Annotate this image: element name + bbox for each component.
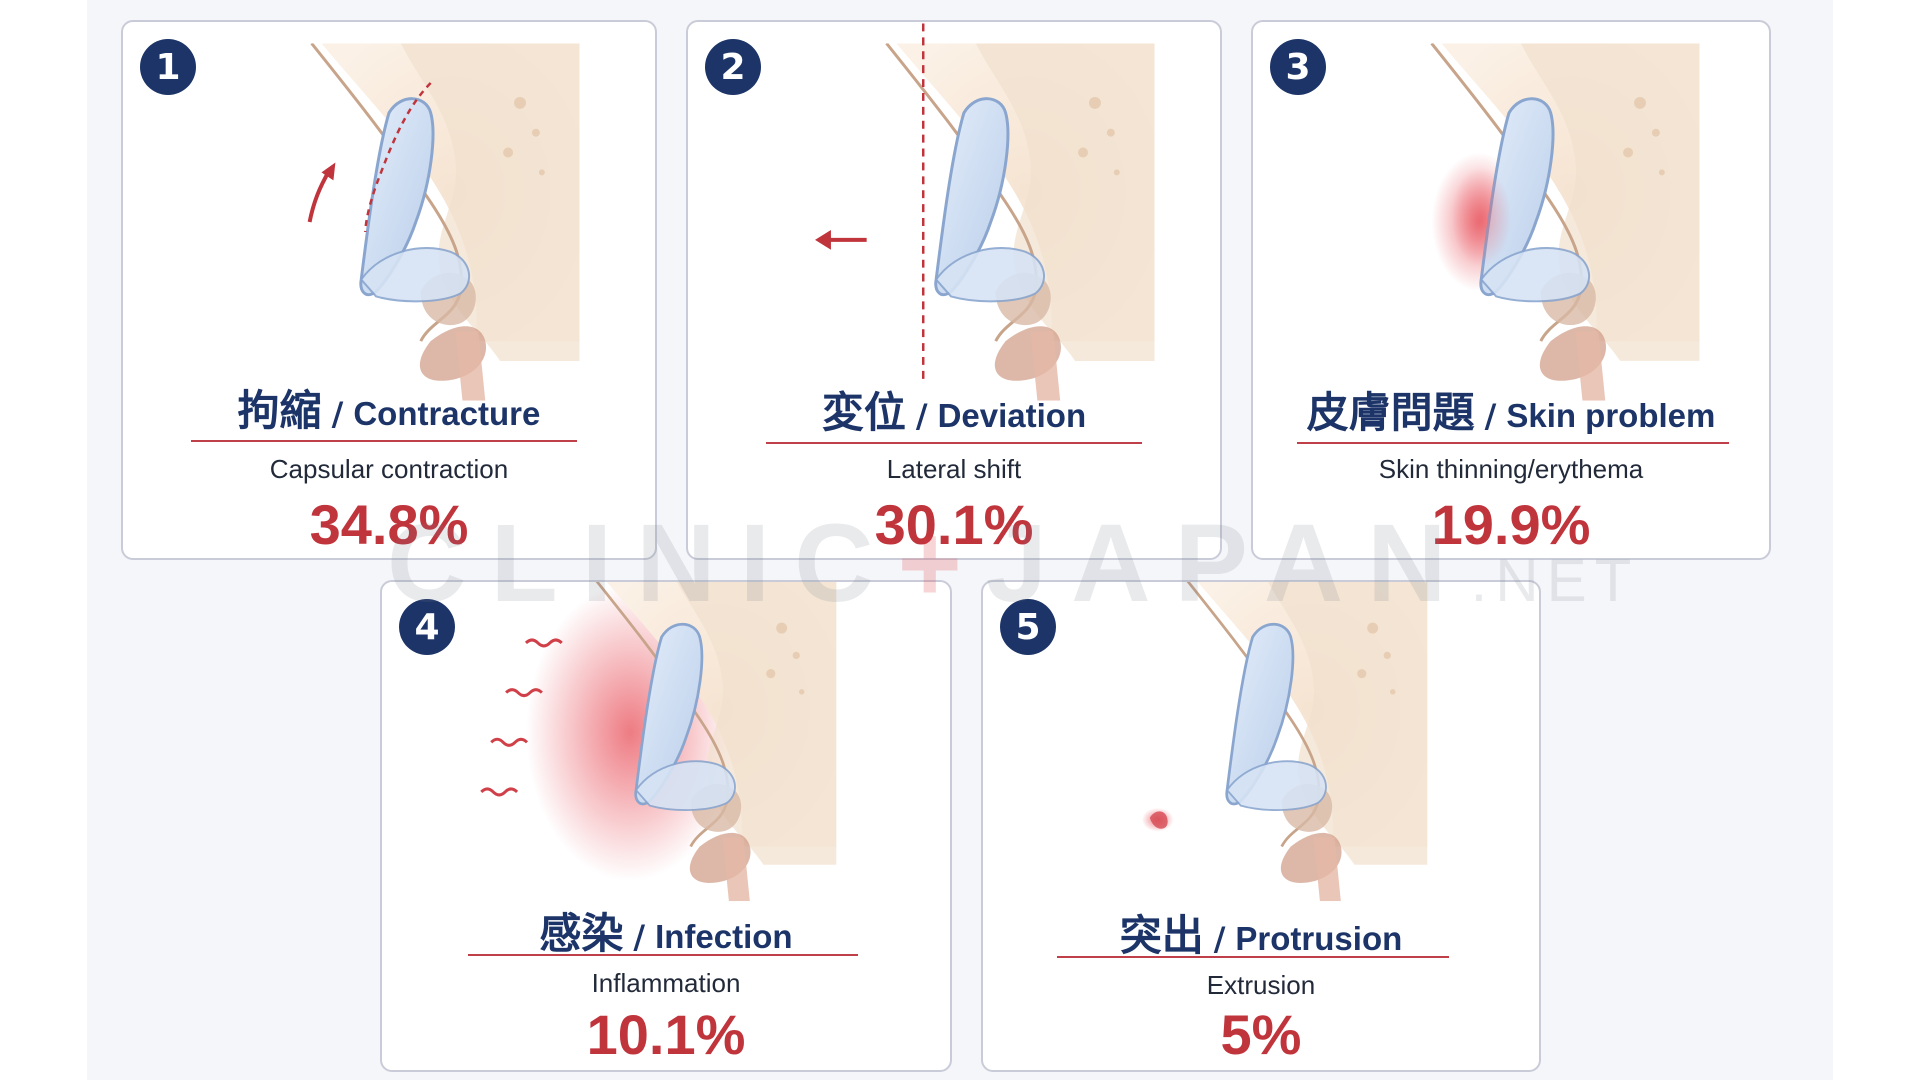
number-badge: 1 [140, 39, 196, 95]
nose-implant-illustration-icon [480, 582, 838, 902]
title-separator: / [915, 397, 928, 435]
card-subtitle: Inflammation [591, 968, 741, 998]
title-english: Skin problem [1506, 397, 1716, 434]
title-english: Protrusion [1235, 920, 1403, 957]
complication-card-skin-problem: 3 皮膚問題/Skin problem Skin thinning/erythe… [1251, 20, 1771, 560]
card-title: 変位/Deviation [688, 379, 1220, 440]
percentage-value: 19.9% [1431, 493, 1591, 556]
card-subtitle: Capsular contraction [269, 454, 509, 484]
title-english: Infection [655, 918, 793, 955]
title-english: Deviation [937, 397, 1087, 434]
number-badge: 5 [1000, 599, 1056, 655]
card-title: 感染/Infection [382, 900, 950, 961]
card-title: 突出/Protrusion [983, 902, 1539, 963]
title-separator: / [1484, 397, 1497, 435]
title-japanese: 変位 [821, 388, 906, 437]
card-subtitle: Lateral shift [886, 454, 1022, 484]
title-japanese: 拘縮 [237, 386, 322, 435]
title-separator: / [1213, 920, 1226, 958]
title-english: Contracture [353, 395, 541, 432]
percentage-value: 30.1% [874, 493, 1034, 556]
percentage-value: 5% [1220, 1003, 1302, 1066]
card-subtitle: Skin thinning/erythema [1378, 454, 1644, 484]
complication-card-contracture: 1 拘縮/Contracture Capsular contraction 34… [121, 20, 657, 560]
heat-wave-icon [480, 638, 563, 797]
card-title: 皮膚問題/Skin problem [1253, 379, 1769, 440]
complication-card-protrusion: 5 突出/Protrusion Extrusion 5% [981, 580, 1541, 1072]
title-underline [766, 442, 1142, 444]
card-subtitle: Extrusion [1206, 970, 1316, 1000]
title-separator: / [633, 918, 646, 956]
percentage-value: 10.1% [586, 1003, 746, 1066]
complication-card-deviation: 2 変位/Deviation Lateral shift 30.1% [686, 20, 1222, 560]
nose-implant-illustration-icon [1141, 582, 1429, 902]
title-japanese: 皮膚問題 [1306, 388, 1475, 437]
number-badge: 3 [1270, 39, 1326, 95]
card-title: 拘縮/Contracture [123, 377, 655, 438]
nose-implant-illustration-icon [307, 43, 580, 401]
number-badge: 4 [399, 599, 455, 655]
title-separator: / [331, 395, 344, 433]
nose-implant-illustration-icon [1430, 43, 1700, 401]
title-underline [1057, 956, 1449, 958]
nose-implant-illustration-icon [815, 23, 1155, 401]
diagram-stage: 1 拘縮/Contracture Capsular contraction 34… [87, 0, 1833, 1080]
arrow-icon [307, 169, 332, 223]
number-badge: 2 [705, 39, 761, 95]
title-japanese: 感染 [539, 909, 624, 958]
title-japanese: 突出 [1119, 911, 1204, 960]
percentage-value: 34.8% [309, 493, 469, 556]
complication-card-infection: 4 感染/Infection Inflammation 10.1% [380, 580, 952, 1072]
title-underline [191, 440, 577, 442]
title-underline [468, 954, 858, 956]
title-underline [1297, 442, 1729, 444]
